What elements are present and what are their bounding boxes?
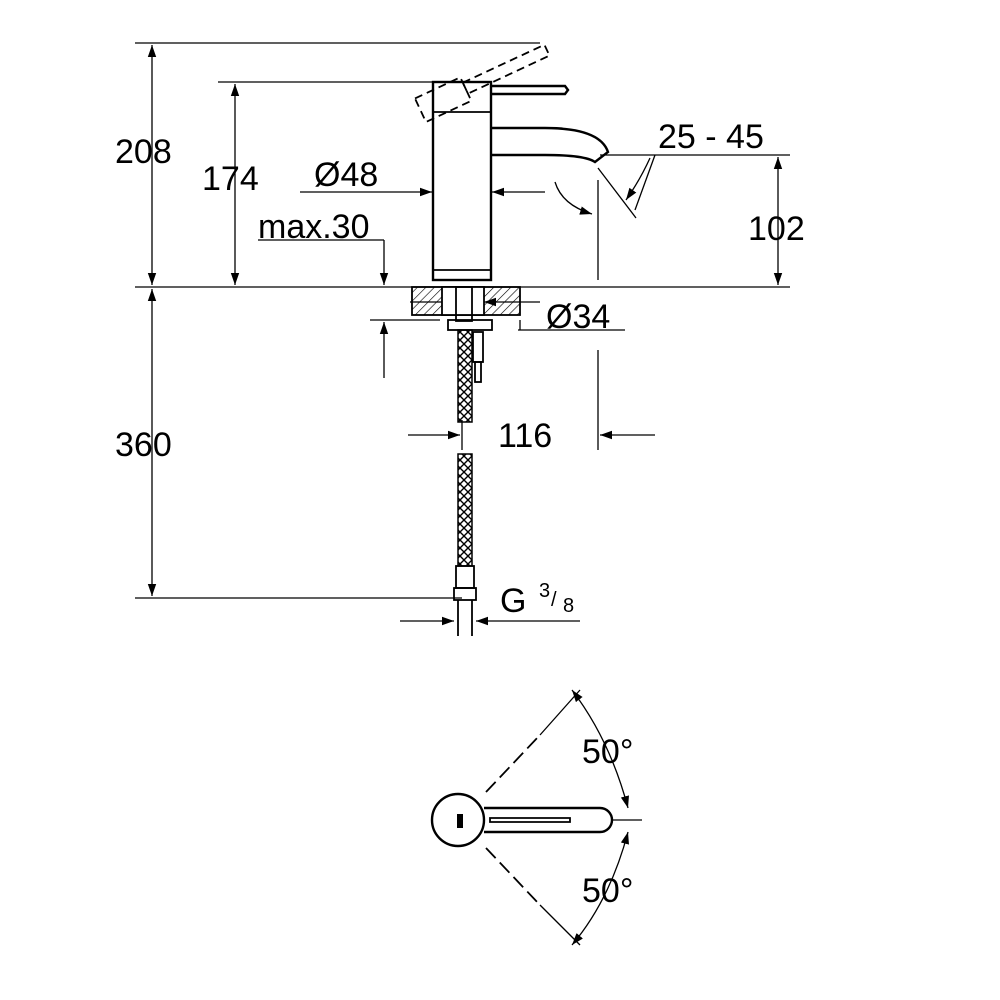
label-rotation-lower: 50° xyxy=(582,872,633,910)
label-102: 102 xyxy=(748,210,805,248)
label-360: 360 xyxy=(115,426,172,464)
label-diameter-34: Ø34 xyxy=(546,298,610,336)
label-116: 116 xyxy=(498,417,552,455)
label-connection-numerator: 3 xyxy=(539,580,550,602)
dimension-labels: 208 174 Ø48 max.30 25 - 45 102 Ø34 360 1… xyxy=(115,118,805,910)
label-connection-slash: / xyxy=(551,589,557,611)
label-25-45: 25 - 45 xyxy=(658,118,764,156)
label-connection-denominator: 8 xyxy=(563,595,574,617)
label-max-30: max.30 xyxy=(258,208,370,246)
label-208: 208 xyxy=(115,133,172,171)
faucet-side-view xyxy=(411,43,610,636)
faucet-top-view xyxy=(430,689,642,946)
label-diameter-48: Ø48 xyxy=(314,156,378,194)
label-connection-g: G xyxy=(500,582,526,620)
label-174: 174 xyxy=(202,160,259,198)
label-rotation-upper: 50° xyxy=(582,733,633,771)
